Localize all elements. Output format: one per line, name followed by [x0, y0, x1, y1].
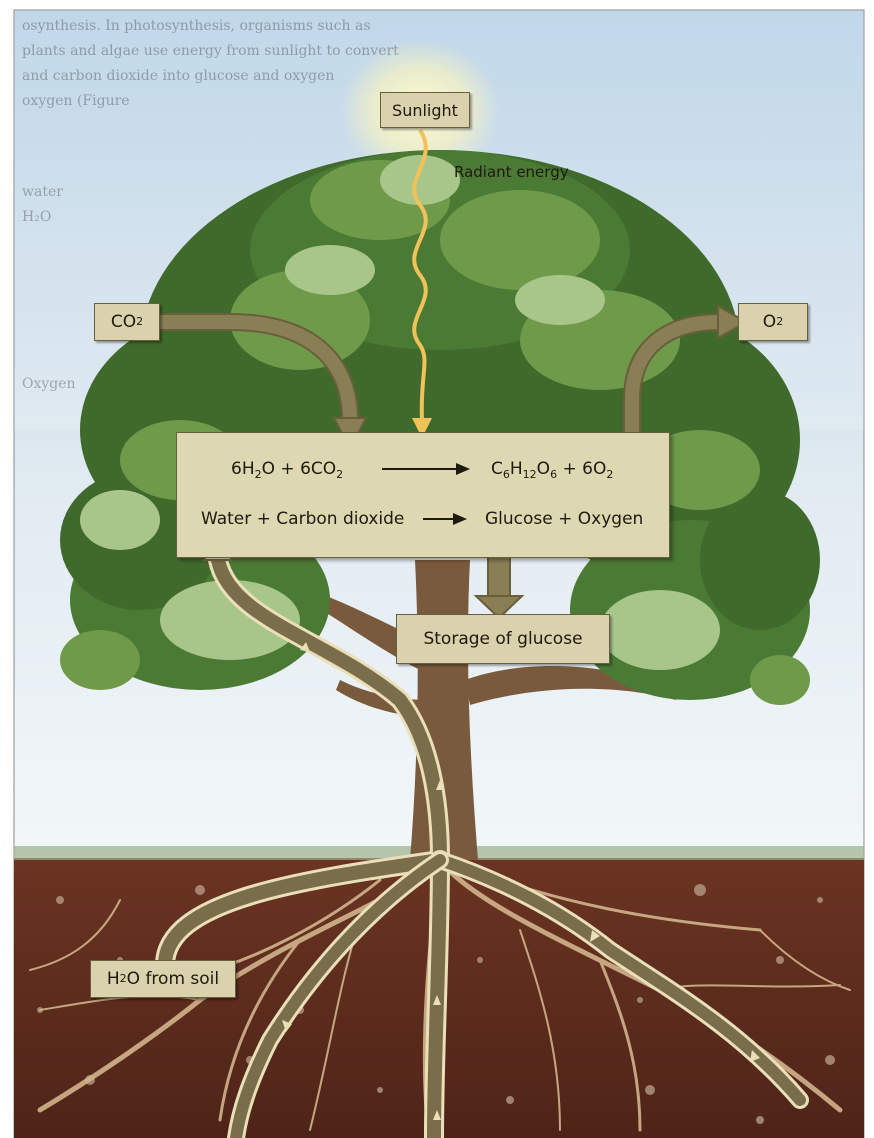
background-text-line-1: osynthesis. In photosynthesis, organisms…: [22, 18, 371, 34]
background-side-text-1: water: [22, 184, 63, 200]
sunlight-label: Sunlight: [380, 92, 470, 128]
background-text-line-4: oxygen (Figure: [22, 93, 130, 109]
o2-arrow: [623, 304, 749, 450]
radiant-energy-label: Radiant energy: [454, 163, 569, 181]
chemical-equation-products: C6H12O6 + 6O2: [491, 459, 614, 481]
background-text-line-2: plants and algae use energy from sunligh…: [22, 43, 399, 59]
photosynthesis-equation-box: 6H2O + 6CO2 C6H12O6 + 6O2 Water + Carbon…: [176, 432, 670, 558]
background-side-text-3: Oxygen: [22, 376, 76, 392]
storage-arrow: [473, 555, 525, 620]
word-equation-products: Glucose + Oxygen: [485, 509, 644, 529]
chemical-equation-arrow: [382, 463, 470, 475]
tree-foliage: [60, 150, 820, 705]
radiant-energy-arrow: [412, 128, 432, 438]
word-equation-arrow: [423, 513, 467, 525]
chemical-equation-reactants: 6H2O + 6CO2: [231, 459, 344, 481]
background-text-line-3: and carbon dioxide into glucose and oxyg…: [22, 68, 335, 84]
background-side-text-2: H₂O: [22, 209, 52, 225]
flow-chevrons: [282, 642, 760, 1120]
storage-of-glucose-label: Storage of glucose: [396, 614, 610, 664]
word-equation-reactants: Water + Carbon dioxide: [201, 509, 405, 529]
